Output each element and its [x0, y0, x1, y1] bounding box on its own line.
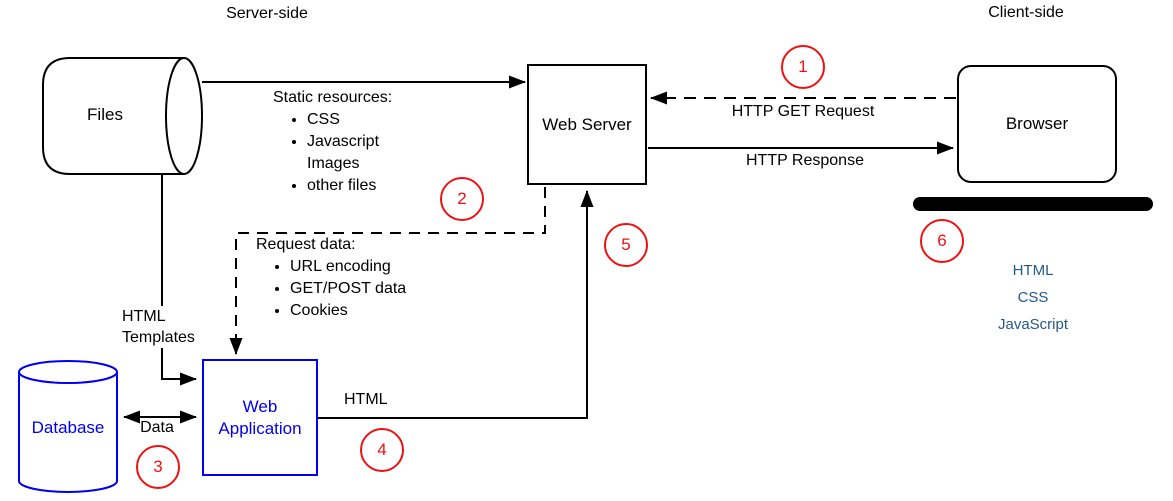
database-cylinder — [18, 360, 118, 493]
static-resources-block: Static resources: CSS Javascript Images … — [273, 87, 392, 197]
web-server-label: Web Server — [542, 114, 632, 134]
request-data-item: Cookies — [290, 300, 406, 322]
step-5-badge: 5 — [604, 223, 648, 267]
static-resources-item: Javascript Images — [307, 131, 392, 175]
server-side-title: Server-side — [226, 5, 308, 22]
step-1-badge: 1 — [781, 45, 825, 89]
http-get-request-label: HTTP GET Request — [731, 103, 875, 120]
client-tech-label: HTML CSS JavaScript — [997, 262, 1069, 333]
web-application-label: Web Application — [218, 396, 302, 438]
request-data-item: URL encoding — [290, 256, 406, 278]
request-data-item: GET/POST data — [290, 278, 406, 300]
data-label: Data — [140, 419, 174, 436]
laptop-base-bar — [913, 197, 1153, 211]
http-response-label: HTTP Response — [746, 152, 864, 169]
arrow-html-to-server — [318, 190, 594, 419]
arrow-html-templates — [161, 174, 197, 386]
files-node-label: Files — [87, 105, 123, 124]
step-4-badge: 4 — [360, 428, 404, 472]
files-cylinder — [42, 57, 203, 175]
step-6-badge: 6 — [920, 219, 964, 263]
static-resources-item: CSS — [307, 109, 392, 131]
browser-label: Browser — [1005, 114, 1069, 133]
browser-node: Browser — [957, 65, 1117, 183]
html-templates-label: HTML Templates — [120, 306, 197, 348]
html-label: HTML — [344, 391, 388, 408]
arrow-request-data — [229, 187, 546, 355]
step-3-badge: 3 — [136, 445, 180, 489]
web-application-node: Web Application — [202, 359, 318, 476]
step-2-badge: 2 — [440, 177, 484, 221]
request-data-title: Request data: — [256, 236, 356, 253]
request-data-list: URL encoding GET/POST data Cookies — [256, 256, 406, 322]
static-resources-title: Static resources: — [273, 89, 393, 106]
request-data-block: Request data: URL encoding GET/POST data… — [256, 234, 406, 322]
static-resources-item: other files — [307, 175, 392, 197]
database-node-label: Database — [31, 418, 105, 437]
client-side-title: Client-side — [988, 4, 1064, 21]
static-resources-list: CSS Javascript Images other files — [273, 109, 392, 197]
web-server-node: Web Server — [527, 64, 647, 185]
